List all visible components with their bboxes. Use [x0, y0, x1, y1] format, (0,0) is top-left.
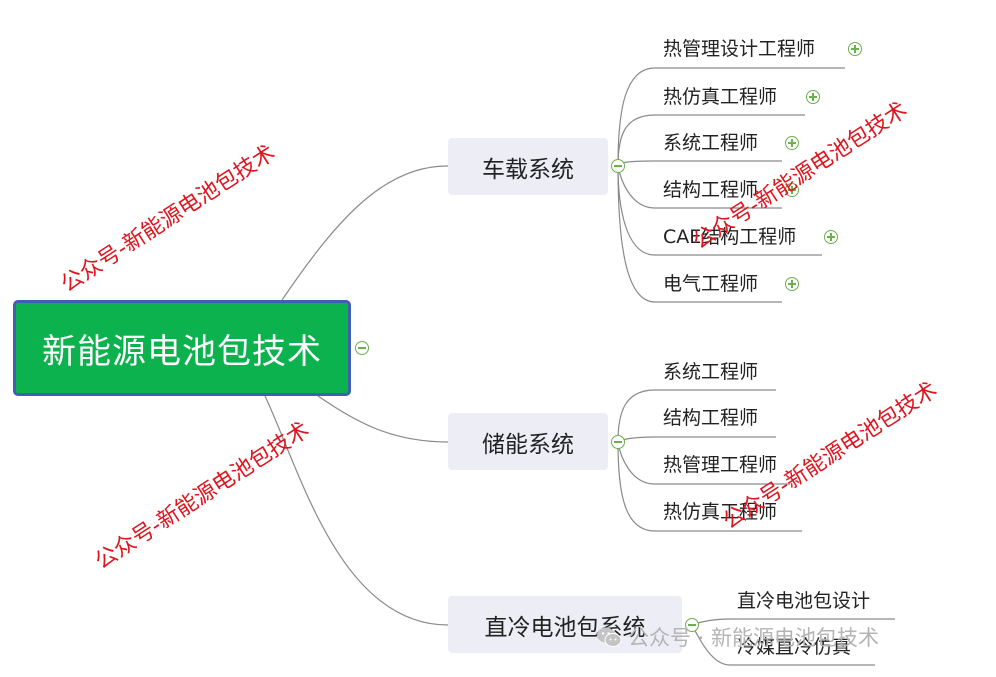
- leaf-node[interactable]: 电气工程师: [663, 271, 758, 297]
- branch-node-vehicle[interactable]: 车载系统: [448, 138, 608, 195]
- expand-icon[interactable]: [806, 90, 820, 104]
- leaf-label: CAE结构工程师: [663, 226, 797, 248]
- branch-label: 车载系统: [482, 156, 574, 183]
- leaf-node[interactable]: 直冷电池包设计: [737, 588, 870, 614]
- wechat-icon: [596, 625, 622, 649]
- connector-root-branch-3: [264, 395, 449, 626]
- leaf-label: 电气工程师: [663, 273, 759, 295]
- collapse-root-icon[interactable]: [355, 341, 369, 355]
- leaf-label: 直冷电池包设计: [737, 590, 871, 612]
- connector-b2-leaf-1: [617, 389, 776, 443]
- leaf-node[interactable]: 热仿真工程师: [663, 499, 777, 525]
- leaf-node[interactable]: 结构工程师: [663, 405, 758, 431]
- collapse-branch-storage-icon[interactable]: [611, 435, 625, 449]
- leaf-label: 系统工程师: [663, 132, 759, 154]
- collapse-branch-direct-cooling-icon[interactable]: [685, 618, 699, 632]
- connector-b1-leaf-3: [617, 160, 782, 167]
- leaf-node[interactable]: 结构工程师: [663, 177, 758, 203]
- expand-icon[interactable]: [785, 277, 799, 291]
- collapse-branch-vehicle-icon[interactable]: [611, 159, 625, 173]
- expand-icon[interactable]: [785, 136, 799, 150]
- leaf-label: 冷媒直冷仿真: [737, 636, 852, 658]
- leaf-node[interactable]: 热仿真工程师: [663, 84, 777, 110]
- expand-icon[interactable]: [785, 183, 799, 197]
- expand-icon[interactable]: [848, 42, 862, 56]
- leaf-node[interactable]: 系统工程师: [663, 130, 758, 156]
- connector-root-branch-1: [281, 165, 449, 301]
- leaf-label: 系统工程师: [663, 361, 759, 383]
- connector-b1-leaf-2: [617, 114, 805, 167]
- leaf-node[interactable]: 系统工程师: [663, 359, 758, 385]
- leaf-node[interactable]: 热管理设计工程师: [663, 36, 815, 62]
- expand-icon[interactable]: [824, 230, 838, 244]
- branch-label: 储能系统: [482, 431, 574, 458]
- leaf-node[interactable]: 热管理工程师: [663, 452, 777, 478]
- leaf-label: 结构工程师: [663, 407, 759, 429]
- root-node-label: 新能源电池包技术: [42, 331, 322, 372]
- connector-b2-leaf-2: [617, 436, 776, 443]
- leaf-label: 热管理工程师: [663, 454, 778, 476]
- leaf-node[interactable]: 冷媒直冷仿真: [737, 634, 851, 660]
- connector-b1-leaf-6: [617, 165, 782, 303]
- root-node[interactable]: 新能源电池包技术: [13, 300, 351, 396]
- leaf-label: 热仿真工程师: [663, 86, 778, 108]
- branch-node-storage[interactable]: 储能系统: [448, 413, 608, 470]
- leaf-label: 热管理设计工程师: [663, 38, 816, 60]
- connector-root-branch-2: [317, 395, 449, 443]
- footer-text: 公众号 · 新能源电池包技术: [628, 626, 880, 650]
- leaf-node[interactable]: CAE结构工程师: [663, 224, 796, 250]
- leaf-label: 结构工程师: [663, 179, 759, 201]
- wechat-footer: 公众号 · 新能源电池包技术: [596, 622, 879, 652]
- connector-b1-leaf-1: [617, 67, 845, 167]
- connector-b2-leaf-4: [617, 441, 802, 532]
- leaf-label: 热仿真工程师: [663, 501, 778, 523]
